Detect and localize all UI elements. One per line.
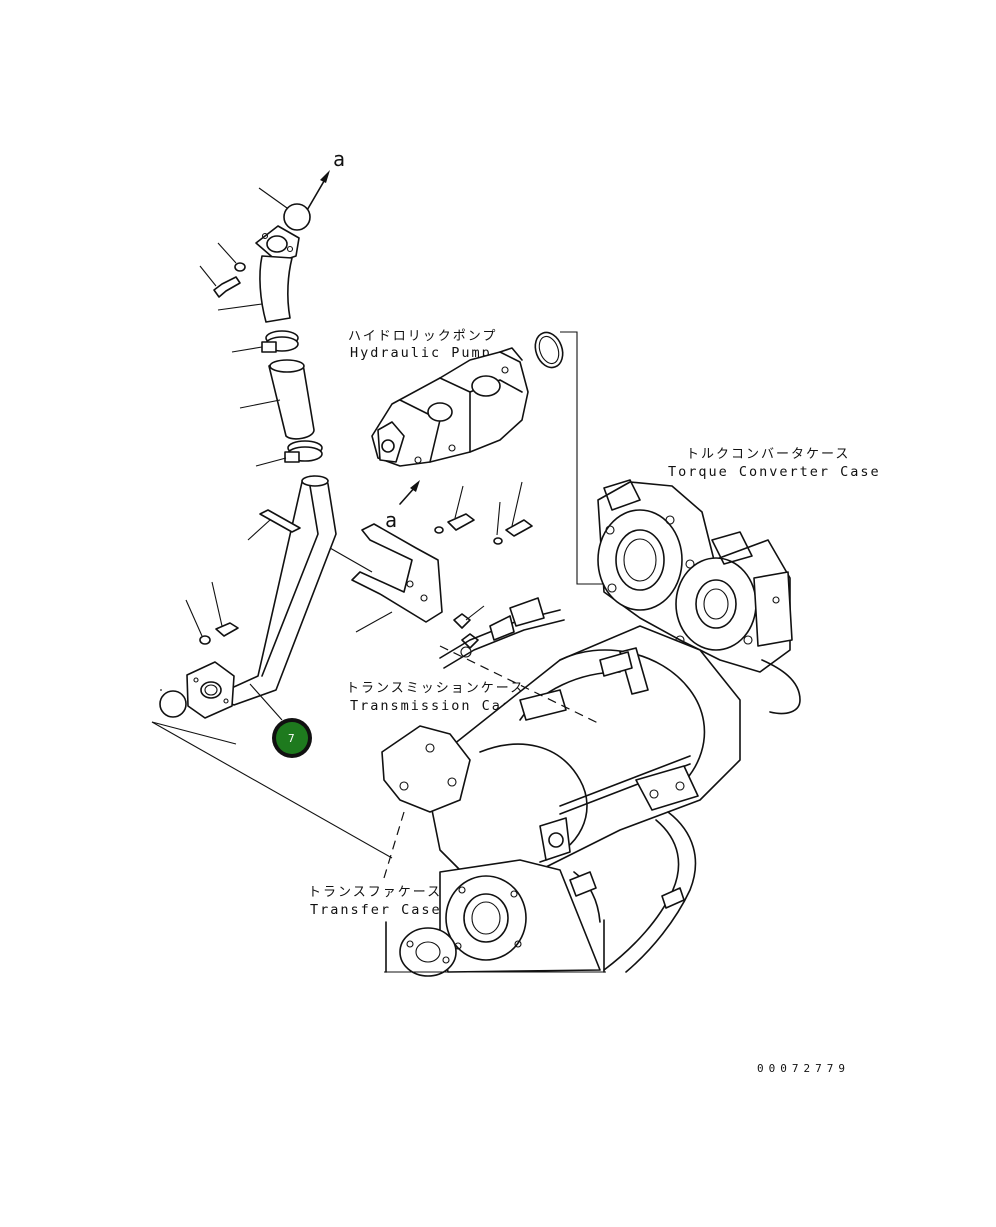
hydraulic-pump-label-en: Hydraulic Pump [350,345,492,361]
reference-arrow-line [305,175,328,213]
callout-leader [249,683,283,721]
transmission-case: トランスミッションケース Transmission Case [346,597,741,973]
o-ring-leader [560,331,604,585]
reference-marker-pump: a [385,508,397,532]
leader-line [258,187,288,209]
nut-1 [453,613,471,629]
elbow-hose [259,255,293,323]
blank-part-circle-top [283,203,311,231]
bolt-bottom [215,622,239,637]
hydraulic-pump-label-jp: ハイドロリックポンプ [348,329,497,344]
transfer-label-en: Transfer Case [310,902,442,918]
washer-top [234,262,246,272]
transfer-case: トランスファケース Transfer Case [308,811,606,977]
bracket-assembly [329,481,533,649]
transmission-label-jp: トランスミッションケース [346,681,525,696]
bolt-top [213,276,241,298]
transfer-label-jp: トランスファケース [308,885,442,900]
o-ring [534,331,564,369]
callout-number: 7 [288,732,295,745]
transmission-housing [429,625,741,881]
pipe-assembly: a [151,147,393,859]
callout-badge[interactable]: 7 [272,718,312,758]
clamp-screw [261,341,277,353]
reference-arrow-head [320,170,330,183]
torque-converter-label-jp: トルクコンバータケース [686,447,850,462]
transmission-label-en: Transmission Case [350,698,522,714]
callout-fill [276,722,308,754]
transfer-leader [383,811,405,879]
pump-bracket [351,523,443,623]
nut-2 [461,633,479,649]
washer-bottom [199,635,211,645]
torque-converter-case: トルクコンバータケース Torque Converter Case [597,447,881,715]
reference-marker-top: a [333,147,345,171]
valve-block [635,765,699,811]
torque-converter-label-en: Torque Converter Case [668,464,881,480]
drawing-number: 00072779 [757,1062,850,1075]
hydraulic-pump: ハイドロリックポンプ Hydraulic Pump a [348,329,604,585]
bolt-pump-1 [447,513,475,531]
blank-part-circle-bottom [159,690,187,718]
bolt-pump-2 [505,519,533,537]
pipe-clip [259,509,301,533]
bent-pipe [213,475,337,706]
flange-bore [266,235,288,253]
